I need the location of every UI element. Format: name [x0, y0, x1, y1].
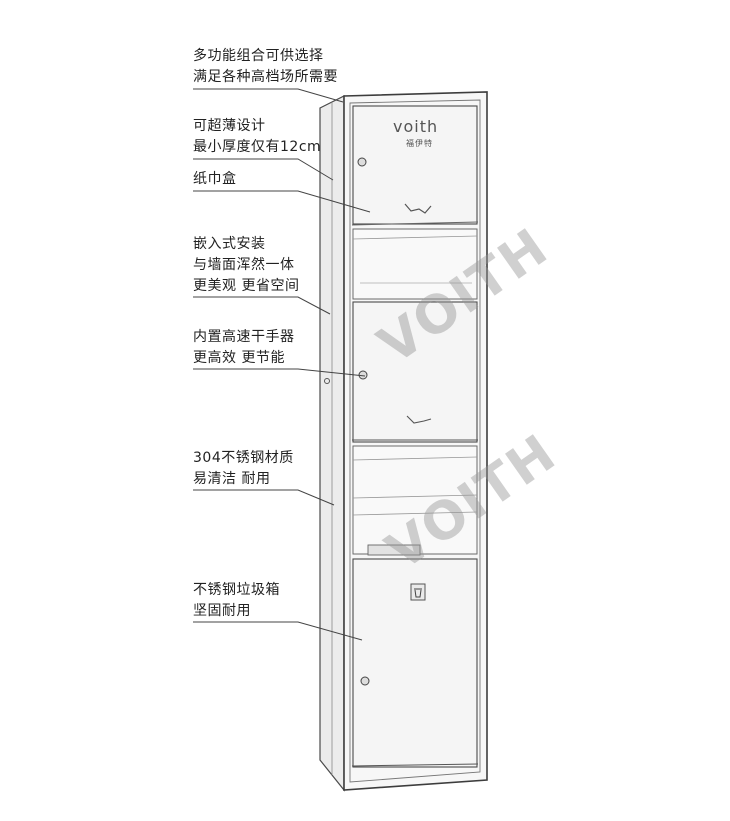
trash-door-lock [360, 676, 370, 686]
note-line: 更高效 更节能 [193, 350, 285, 366]
leader-tissue-box [193, 190, 371, 213]
shelf-line [352, 235, 478, 240]
brand-subtitle-text: 福伊特 [406, 139, 433, 148]
cabinet-inner-frame [349, 99, 481, 783]
note-line: 易清洁 耐用 [193, 471, 271, 487]
note-line: 304不锈钢材质 [193, 450, 294, 466]
shelf-line [352, 494, 478, 499]
note-trash-bin: 不锈钢垃圾箱 坚固耐用 [193, 580, 280, 622]
leader-recessed [193, 296, 331, 315]
trash-door-icon-plate [410, 583, 426, 601]
tissue-shelf [351, 221, 479, 226]
note-line: 更美观 更省空间 [193, 278, 300, 294]
brand-subtitle: 福伊特 [406, 138, 433, 149]
open-shelf-upper [352, 228, 478, 300]
note-line: 与墙面浑然一体 [193, 257, 295, 273]
note-line: 嵌入式安装 [193, 236, 266, 252]
note-recessed: 嵌入式安装 与墙面浑然一体 更美观 更省空间 [193, 234, 299, 297]
note-line: 内置高速干手器 [193, 329, 295, 345]
trash-icon [414, 588, 422, 598]
trash-opening [367, 544, 421, 556]
tissue-slot-icon [404, 203, 432, 214]
note-line: 最小厚度仅有12cm [193, 139, 322, 155]
open-shelf-lower [352, 445, 478, 555]
leader-trash-bin [193, 621, 363, 641]
note-hand-dryer: 内置高速干手器 更高效 更节能 [193, 327, 295, 369]
mount-screw [324, 378, 330, 384]
leader-lines [193, 88, 371, 641]
note-ultra-thin: 可超薄设计 最小厚度仅有12cm [193, 116, 321, 158]
note-multi-combo: 多功能组合可供选择 满足各种高档场所需要 [193, 46, 338, 88]
dryer-door [352, 301, 478, 443]
note-line: 多功能组合可供选择 [193, 48, 324, 64]
leader-stainless [193, 489, 335, 506]
note-line: 不锈钢垃圾箱 [193, 582, 280, 598]
brand-logo: voith [393, 117, 438, 136]
shelf-line [352, 456, 478, 461]
leader-multi-combo [193, 88, 344, 103]
leader-ultra-thin [193, 158, 334, 181]
tissue-door [352, 105, 478, 225]
note-stainless-304: 304不锈钢材质 易清洁 耐用 [193, 448, 294, 490]
note-line: 纸巾盒 [193, 171, 237, 187]
note-tissue-box: 纸巾盒 [193, 169, 237, 190]
tissue-door-lock [357, 157, 367, 167]
leader-hand-dryer [193, 368, 366, 377]
brand-name: voith [393, 117, 439, 136]
trash-door-bottom [351, 763, 479, 767]
note-line: 可超薄设计 [193, 118, 266, 134]
note-line: 满足各种高档场所需要 [193, 69, 338, 85]
dryer-vent-icon [406, 415, 432, 424]
shelf-line [352, 511, 478, 516]
note-line: 坚固耐用 [193, 603, 251, 619]
